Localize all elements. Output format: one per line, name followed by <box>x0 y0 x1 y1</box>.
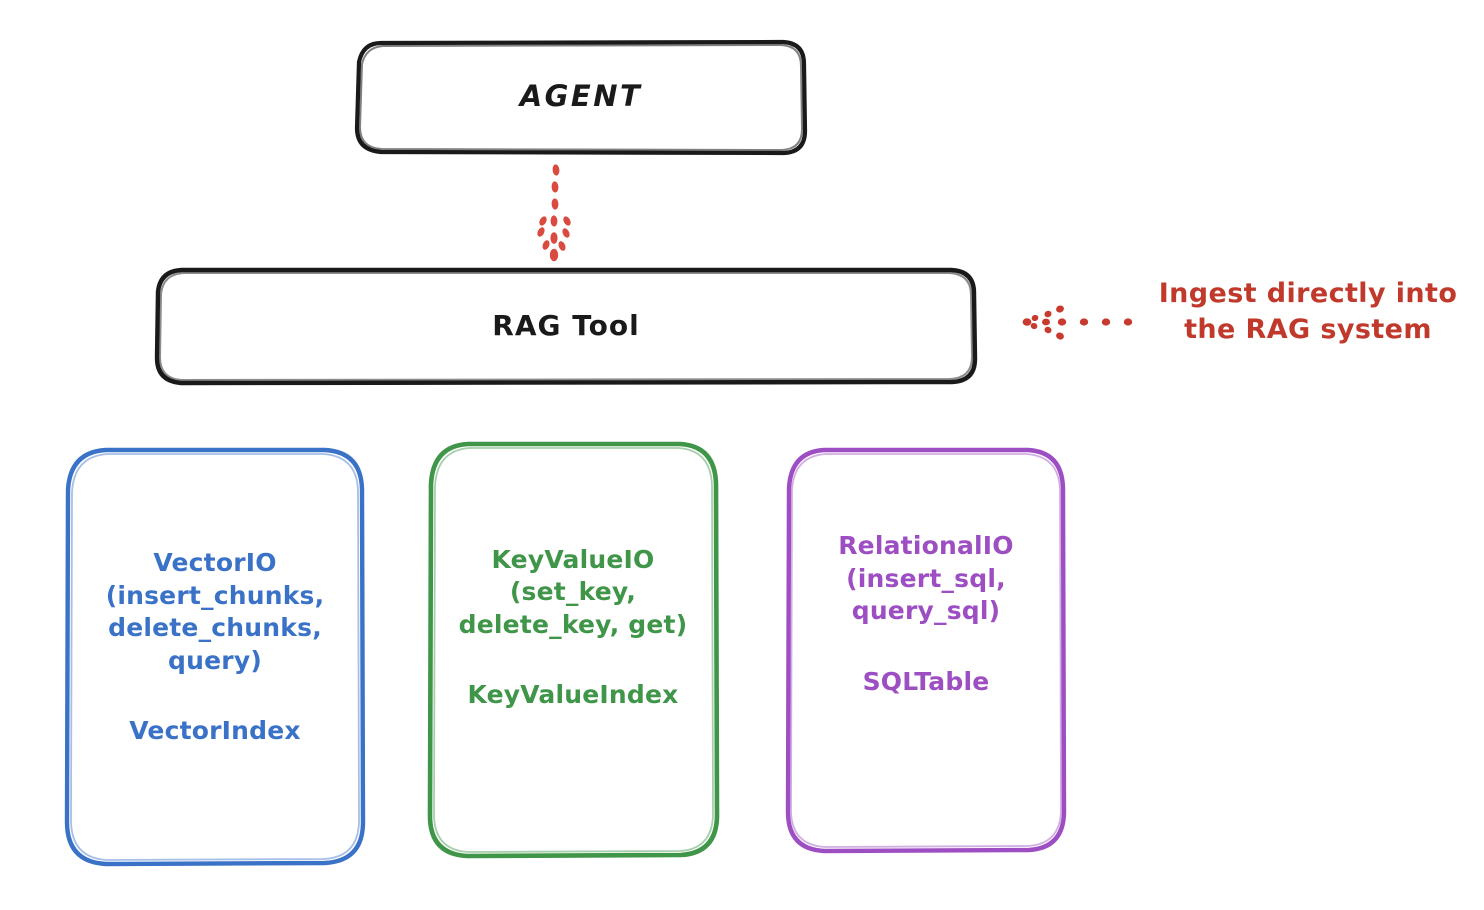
ingest-annotation: Ingest directly into the RAG system <box>1140 276 1476 349</box>
node-agent[interactable]: AGENT <box>355 40 807 154</box>
relational-io-content: RelationalIO (insert_sql, query_sql) SQL… <box>838 530 1014 698</box>
vector-io-box-outline <box>64 447 366 867</box>
agent-label: AGENT <box>519 79 643 114</box>
vector-io-content: VectorIO (insert_chunks, delete_chunks, … <box>106 547 325 747</box>
node-key-value-io[interactable]: KeyValueIO (set_key, delete_key, get) Ke… <box>428 442 718 857</box>
ingest-to-ragtool-connector <box>1022 305 1133 340</box>
node-rag-tool[interactable]: RAG Tool <box>155 268 977 384</box>
sql-table-label: SQLTable <box>862 666 990 696</box>
relational-io-box-outline <box>785 447 1067 854</box>
node-vector-io[interactable]: VectorIO (insert_chunks, delete_chunks, … <box>65 448 365 866</box>
relational-io-label: RelationalIO (insert_sql, query_sql) <box>838 531 1014 626</box>
rag-tool-box-outline <box>154 267 978 386</box>
vector-index-label: VectorIndex <box>129 716 301 745</box>
node-relational-io[interactable]: RelationalIO (insert_sql, query_sql) SQL… <box>787 448 1065 852</box>
agent-box-outline <box>354 39 808 156</box>
agent-to-ragtool-connector <box>537 164 571 262</box>
ingest-annotation-line-2: the RAG system <box>1184 314 1432 346</box>
key-value-io-label: KeyValueIO (set_key, delete_key, get) <box>458 544 688 639</box>
key-value-io-content: KeyValueIO (set_key, delete_key, get) Ke… <box>459 544 688 712</box>
key-value-io-box-outline <box>427 441 720 859</box>
vector-io-label: VectorIO (insert_chunks, delete_chunks, … <box>105 548 325 675</box>
ingest-annotation-line-1: Ingest directly into <box>1158 278 1458 309</box>
key-value-index-label: KeyValueIndex <box>467 680 679 710</box>
rag-tool-label: RAG Tool <box>492 309 640 343</box>
